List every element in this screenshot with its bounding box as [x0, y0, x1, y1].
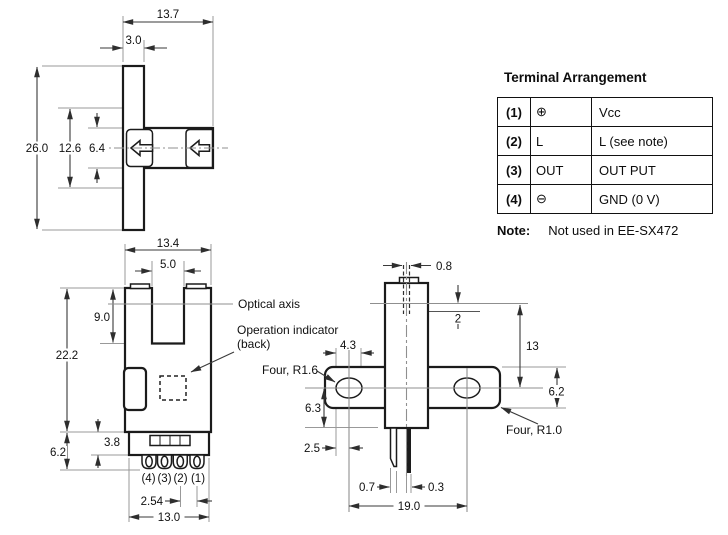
dim-label-pin-left: 0.7 [359, 482, 375, 494]
dim-label-base-height: 3.8 [104, 437, 120, 449]
front-right-lens-bump [185, 283, 207, 290]
dim-label-hole-inset: 2.5 [304, 443, 320, 455]
lead-pin-left [389, 427, 398, 468]
terminal-number-3: (3) [157, 473, 171, 485]
dim-label-side-height: 26.0 [26, 143, 48, 155]
table-row: (3) OUT OUT PUT [497, 155, 713, 185]
terminal-symbol: OUT [530, 155, 592, 185]
front-view: 13.4 5.0 9.0 22.2 6.2 3.8 2.54 13.0 (4) … [45, 238, 338, 524]
dim-label-bottom-height: 6.2 [50, 447, 66, 459]
dim-label-slot-depth: 9.0 [94, 312, 110, 324]
lead-pin-right [406, 428, 411, 473]
terminal-table-title: Terminal Arrangement [504, 70, 647, 85]
front-left-lens-bump [129, 283, 151, 290]
dim-label-side-mid: 12.6 [59, 143, 81, 155]
dim-label-lens-height: 2 [455, 314, 461, 326]
terminal-number-1: (1) [191, 473, 205, 485]
terminal-desc: Vcc [591, 97, 713, 127]
dim-label-front-height: 22.2 [56, 350, 78, 362]
rear-view: 0.8 2 13 6.2 6.3 4.3 2.5 19.0 0.7 0.3 Fo… [262, 261, 570, 513]
terminal-symbol: ⊕ [530, 97, 592, 127]
dim-label-pin-width: 0.8 [436, 261, 452, 273]
terminal-arrangement-section: Terminal Arrangement (1) ⊕ Vcc (2) L L (… [497, 70, 713, 238]
front-side-boss [122, 366, 148, 412]
terminal-desc: L (see note) [591, 126, 713, 156]
terminal-no: (4) [497, 184, 531, 214]
dim-label-front-width: 13.4 [157, 238, 180, 250]
dim-label-side-arm: 6.4 [89, 143, 106, 155]
terminal-no: (1) [497, 97, 531, 127]
terminal-no: (2) [497, 126, 531, 156]
table-row: (1) ⊕ Vcc [497, 97, 713, 127]
four-r16-label: Four, R1.6 [262, 363, 318, 377]
terminal-table: (1) ⊕ Vcc (2) L L (see note) (3) OUT OUT… [497, 97, 713, 214]
terminal-no: (3) [497, 155, 531, 185]
dim-label-axis-to-hole: 13 [526, 341, 539, 353]
dim-label-pitch: 2.54 [141, 496, 164, 508]
table-row: (2) L L (see note) [497, 126, 713, 156]
dim-label-flange-height: 6.2 [549, 387, 565, 399]
optical-axis-label: Optical axis [238, 297, 300, 311]
note-line: Note: Not used in EE-SX472 [497, 223, 707, 238]
dim-label-hole-span: 19.0 [398, 501, 420, 513]
side-view: 13.7 3.0 26.0 12.6 6.4 [21, 9, 228, 232]
dim-label-base-width: 13.0 [158, 512, 180, 524]
operation-indicator-label: Operation indicator [237, 323, 338, 337]
terminal-desc: GND (0 V) [591, 184, 713, 214]
operation-indicator-label2: (back) [237, 337, 270, 351]
dim-label-side-width: 13.7 [157, 9, 179, 21]
dim-label-pin-right: 0.3 [428, 482, 444, 494]
terminal-desc: OUT PUT [591, 155, 713, 185]
table-row: (4) ⊖ GND (0 V) [497, 184, 713, 214]
dim-label-below-hole: 6.3 [305, 403, 321, 415]
terminal-symbol: ⊖ [530, 184, 592, 214]
terminal-number-2: (2) [173, 473, 187, 485]
note-text: Not used in EE-SX472 [548, 223, 679, 238]
operation-indicator-marker [159, 375, 187, 401]
note-label: Note: [497, 223, 531, 238]
dim-label-hole-length: 4.3 [340, 340, 356, 352]
dim-label-side-thickness: 3.0 [126, 35, 142, 47]
terminal-number-4: (4) [141, 473, 155, 485]
four-r10-label: Four, R1.0 [506, 423, 562, 437]
terminal-symbol: L [530, 126, 592, 156]
dim-label-slot-width: 5.0 [160, 259, 176, 271]
